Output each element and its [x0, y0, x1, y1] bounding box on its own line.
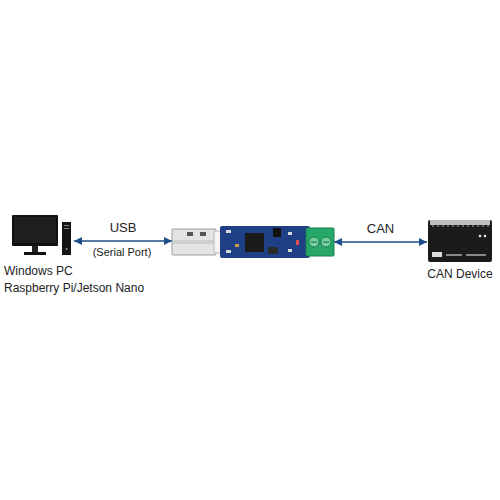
link-arrow — [74, 240, 172, 242]
monitor-screen — [14, 217, 56, 243]
tower-button — [66, 248, 68, 250]
pcb-board — [220, 226, 310, 258]
tower-slot — [64, 228, 69, 229]
link-arrow — [334, 241, 427, 243]
terminal-screw — [321, 237, 331, 247]
led — [296, 240, 299, 245]
computer-illustration — [12, 215, 71, 255]
device-badge — [432, 252, 442, 257]
screw-slot — [311, 241, 317, 242]
adapter-illustration — [172, 226, 334, 258]
mcu-chip — [245, 233, 264, 252]
screw-terminal — [306, 228, 334, 256]
smd-part — [288, 249, 292, 252]
device-housing — [428, 220, 492, 262]
node-label: Windows PC — [4, 263, 174, 280]
usb-plug-hole — [200, 232, 206, 236]
pc-tower — [62, 222, 71, 255]
monitor-base — [24, 252, 46, 255]
usb-plug-shade — [173, 240, 215, 244]
smd-part — [226, 230, 231, 233]
dip-switch — [273, 228, 281, 237]
can-device-illustration — [428, 220, 492, 262]
device-led — [484, 235, 487, 238]
device-connector-strip — [430, 220, 490, 225]
usb-plug — [172, 229, 216, 255]
device-led — [479, 235, 482, 238]
node-label: Raspberry Pi/Jetson Nano — [4, 280, 174, 297]
terminal-screw — [309, 237, 319, 247]
device-marking — [466, 254, 486, 256]
usb-can-adapter — [172, 222, 334, 262]
smd-part — [235, 244, 239, 247]
transceiver-chip — [268, 247, 278, 254]
smd-part — [226, 250, 231, 253]
screw-slot — [323, 241, 329, 242]
node-label: CAN Device — [410, 266, 500, 283]
link-label: USB — [63, 220, 183, 236]
monitor-frame — [12, 215, 58, 246]
usb-plug-hole — [187, 232, 193, 236]
link-label: CAN — [321, 221, 441, 237]
interface-note: (Serial Port) — [62, 245, 182, 259]
smd-part — [288, 232, 292, 235]
monitor-stand — [32, 246, 38, 252]
host-computer: Windows PCRaspberry Pi/Jetson Nano — [10, 212, 74, 260]
tower-slot — [64, 225, 69, 226]
device-marking — [446, 254, 462, 256]
can-device: CAN Device — [427, 219, 493, 263]
device-pins — [433, 225, 488, 227]
